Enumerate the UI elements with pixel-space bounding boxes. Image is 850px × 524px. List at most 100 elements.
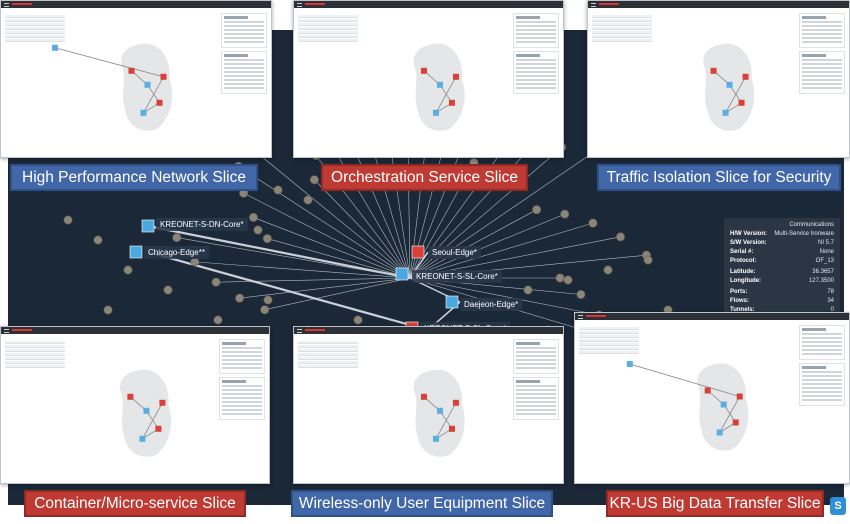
info-value: None — [819, 249, 834, 255]
onos-logo — [599, 3, 619, 6]
map-switch — [720, 401, 727, 408]
caption-traffic-isolation: Traffic Isolation Slice for Security — [597, 164, 841, 191]
menu-icon — [591, 2, 596, 7]
info-key: Tunnels: — [730, 307, 755, 313]
map-switch — [732, 419, 739, 426]
map-view — [413, 369, 465, 457]
map-view — [703, 43, 755, 131]
device-table — [298, 15, 358, 43]
map-switch — [452, 399, 459, 406]
peer-node — [273, 185, 283, 195]
info-row: Flows:34 — [730, 298, 834, 304]
info-value: Multi-Service Ironware — [774, 231, 834, 237]
info-value: 127.3500 — [808, 278, 834, 284]
info-row: Serial #: None — [730, 249, 834, 255]
peer-node — [211, 277, 221, 287]
map-switch — [626, 361, 633, 367]
onos-logo — [305, 3, 325, 6]
device-table — [298, 341, 358, 369]
map-switch — [738, 99, 745, 106]
peer-node — [262, 234, 272, 244]
caption-container: Container/Micro-service Slice — [24, 490, 246, 517]
panel-container — [0, 326, 270, 484]
info-row: Protocol:OF_13 — [730, 258, 834, 264]
menu-icon — [4, 2, 9, 7]
map-switch — [127, 393, 134, 400]
switch-node — [411, 245, 425, 259]
map-switch — [156, 99, 163, 106]
info-key: Latitude: — [730, 269, 756, 275]
info-value: 78 — [827, 289, 834, 295]
peer-node — [248, 212, 258, 222]
menu-icon — [4, 328, 9, 333]
caption-kr-us: KR-US Big Data Transfer Slice — [606, 490, 824, 517]
node-label-chicago[interactable]: Chicago-Edge** — [144, 246, 209, 259]
summary-side — [799, 13, 845, 97]
panel-high-performance — [0, 0, 272, 158]
map-switch — [436, 407, 443, 414]
device-table — [5, 15, 65, 43]
node-label-seoul[interactable]: Seoul-Edge* — [428, 246, 481, 259]
summary-side — [219, 339, 265, 423]
info-key: H/W Version: — [730, 231, 768, 237]
panel-topbar — [294, 1, 563, 8]
info-row: Communications — [730, 222, 834, 228]
peer-node — [163, 285, 173, 295]
peer-node — [523, 285, 533, 295]
node-label-kreonet-core[interactable]: KREONET-S-SL-Core* — [412, 270, 502, 283]
map-switch — [432, 435, 439, 442]
peer-node — [123, 265, 133, 275]
map-switch — [420, 393, 427, 400]
info-key: Flows: — [730, 298, 749, 304]
summary-side — [513, 339, 559, 423]
peer-node — [309, 175, 319, 185]
map-switch — [452, 73, 459, 80]
info-value: 36.3657 — [812, 269, 834, 275]
map-switch — [143, 407, 150, 414]
peer-node — [172, 233, 182, 243]
peer-node — [588, 218, 598, 228]
peer-node — [263, 295, 273, 305]
onos-logo — [305, 329, 325, 332]
panel-kr-us — [574, 312, 850, 484]
map-switch — [159, 399, 166, 406]
peer-node — [560, 209, 570, 219]
map-switch — [128, 67, 135, 74]
panel-orchestration — [293, 0, 564, 158]
info-key: Longitude: — [730, 278, 761, 284]
summary-side — [799, 325, 845, 409]
node-label-top-core[interactable]: KREONET-S-DN-Core* — [156, 218, 248, 231]
info-key: S/W Version: — [730, 240, 767, 246]
panel-traffic-isolation — [587, 0, 850, 158]
peer-node — [235, 293, 245, 303]
menu-icon — [297, 2, 302, 7]
map-switch — [448, 99, 455, 106]
peer-node — [563, 275, 573, 285]
switch-node — [395, 267, 409, 281]
peer-node — [532, 205, 542, 215]
peer-node — [103, 305, 113, 315]
info-value: NI 5.7 — [817, 240, 834, 246]
peer-node — [303, 195, 313, 205]
map-switch — [736, 393, 743, 400]
device-table — [592, 15, 652, 43]
map-switch — [144, 81, 151, 88]
caption-high-performance: High Performance Network Slice — [10, 164, 258, 191]
info-key: Serial #: — [730, 249, 754, 255]
map-switch — [722, 109, 729, 116]
panel-topbar — [1, 1, 271, 8]
peer-node — [643, 255, 653, 265]
map-view — [120, 369, 172, 457]
map-view — [626, 361, 749, 451]
summary-side — [513, 13, 559, 97]
panel-topbar — [575, 313, 849, 320]
node-label-daejeon[interactable]: Daejeon-Edge* — [460, 298, 523, 311]
corner-logo: S — [830, 497, 846, 515]
peer-node — [63, 215, 73, 225]
map-view — [413, 43, 465, 131]
map-switch — [432, 109, 439, 116]
summary-side — [221, 13, 267, 97]
panel-topbar — [1, 327, 269, 334]
map-switch — [448, 425, 455, 432]
map-switch — [716, 429, 723, 436]
